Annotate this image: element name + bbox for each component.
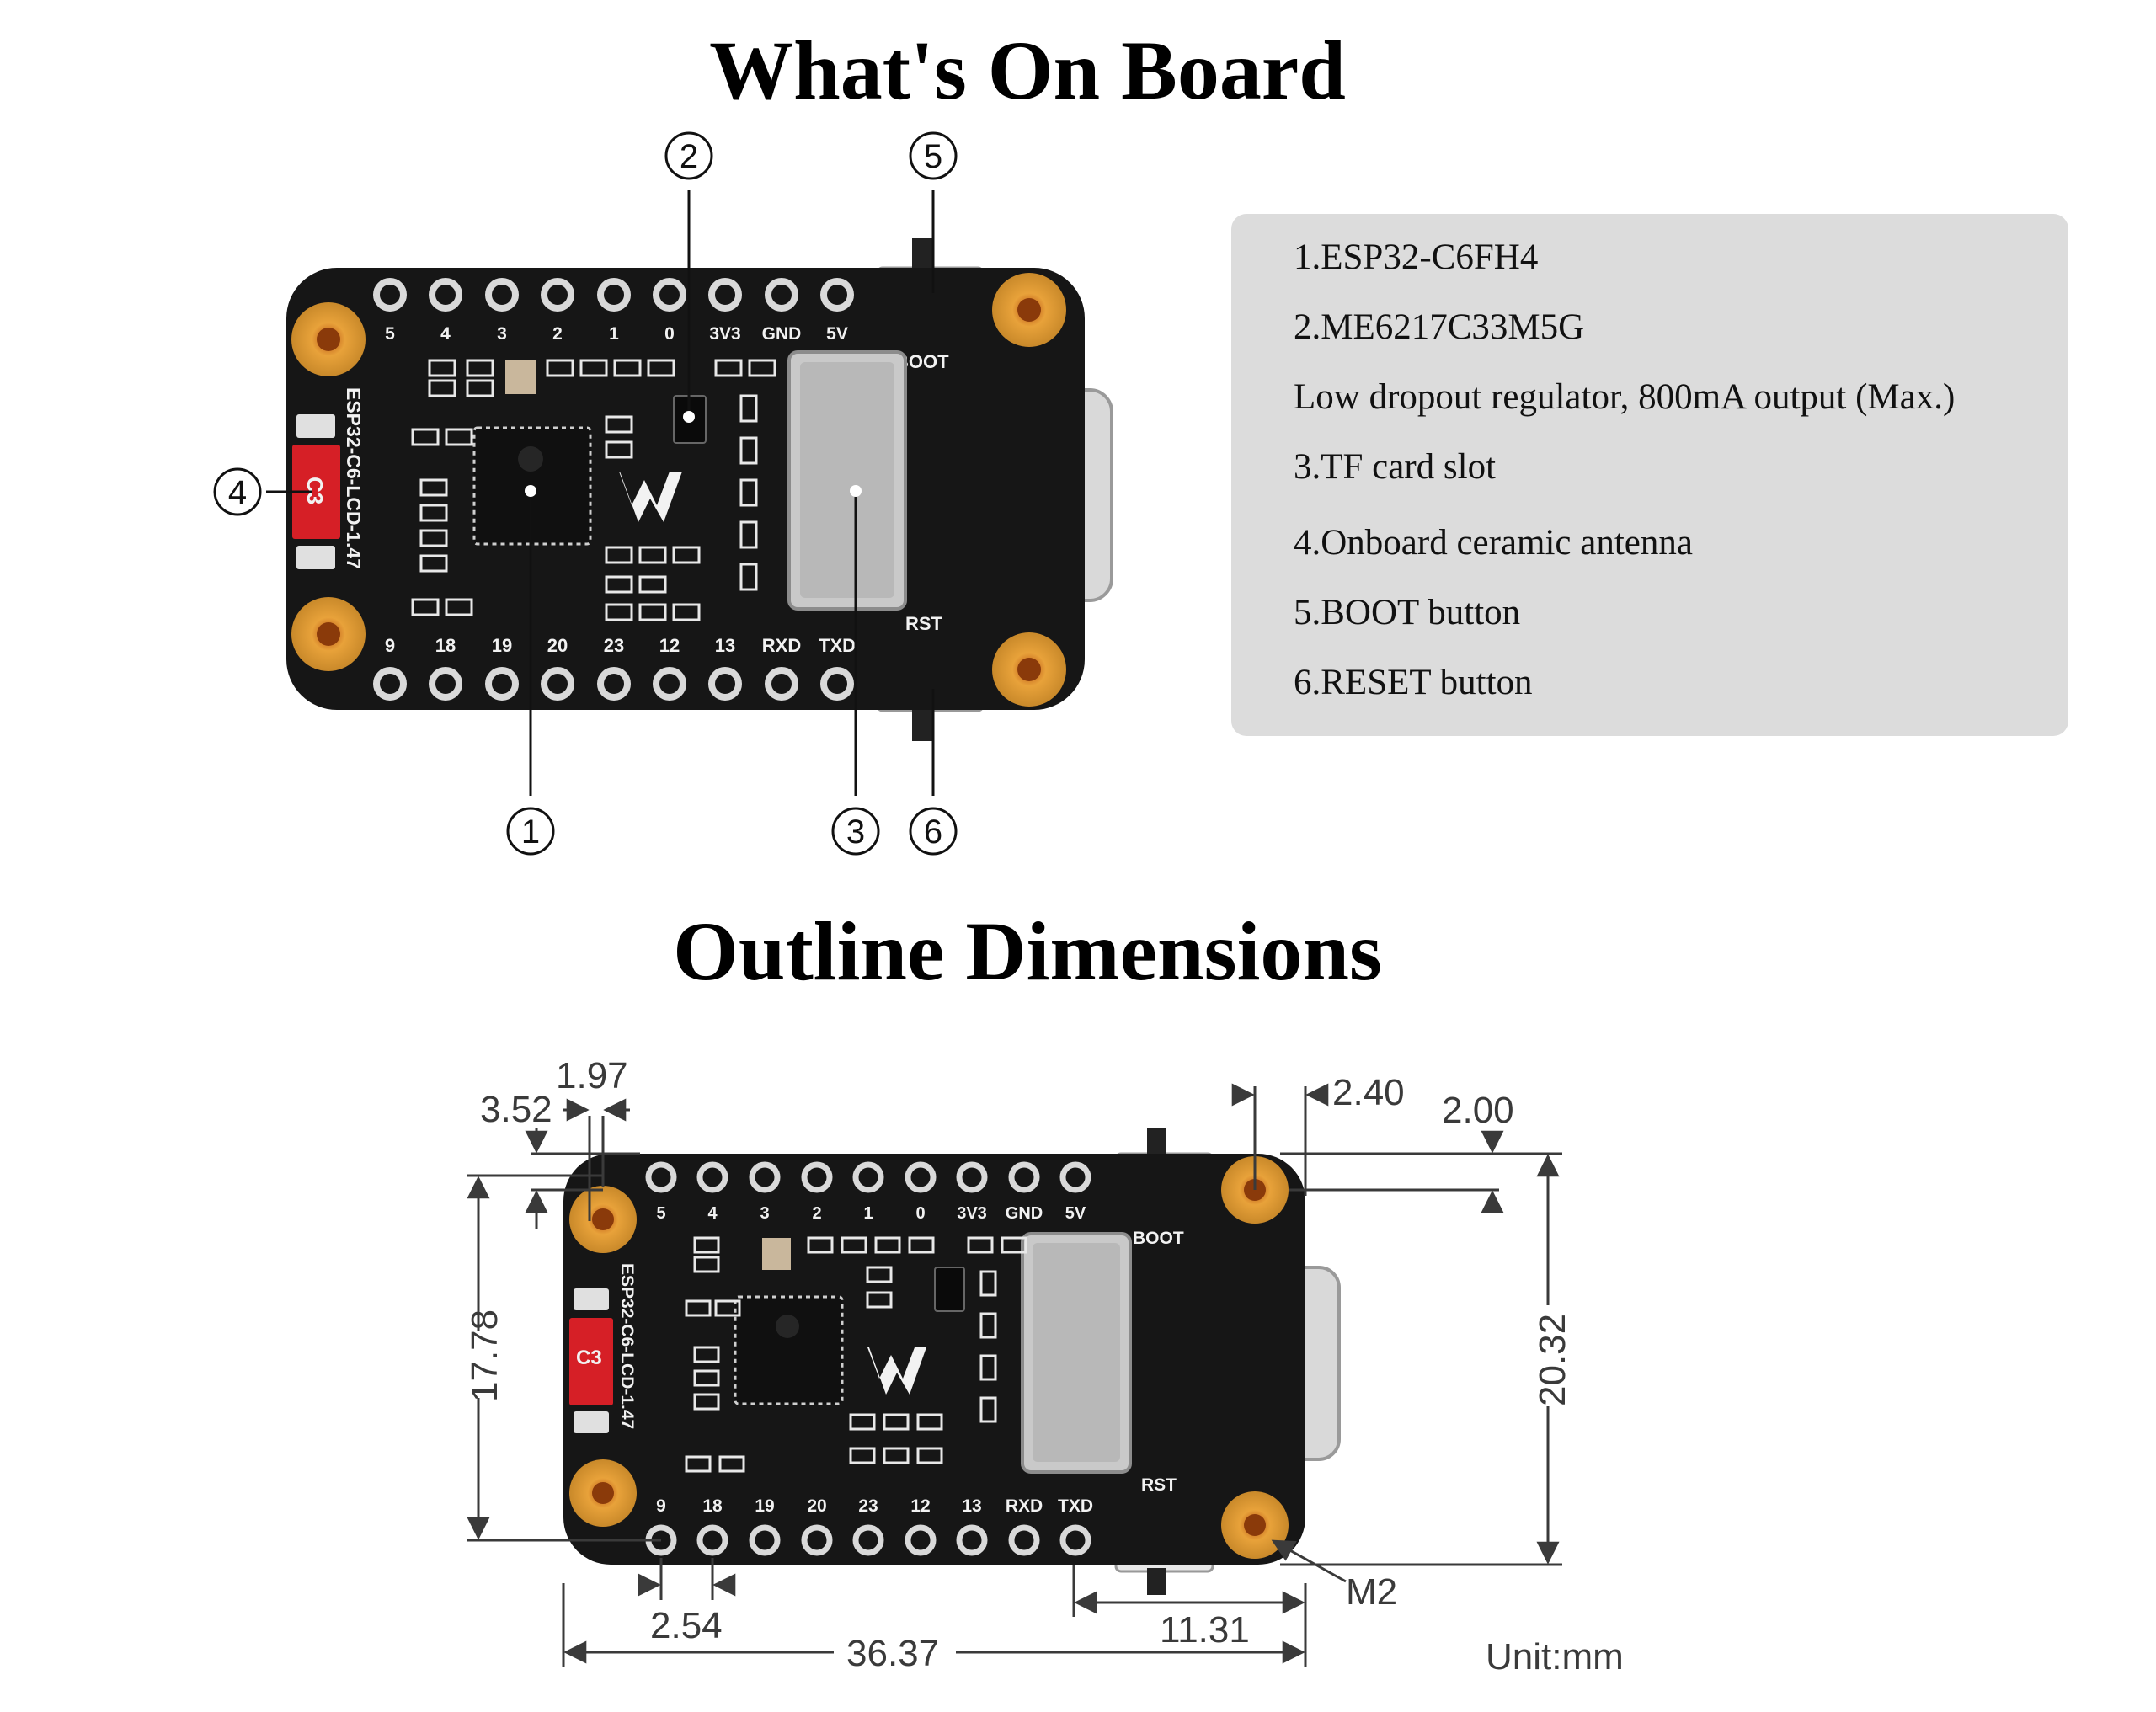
pin-label: 13 xyxy=(962,1496,981,1516)
pin-label: 3 xyxy=(497,324,507,344)
pin-label: 5 xyxy=(385,324,395,344)
pin-label: 2 xyxy=(552,324,563,344)
pin-label: 13 xyxy=(715,635,735,656)
component-legend: 1.ESP32-C6FH4 2.ME6217C33M5G Low dropout… xyxy=(1231,214,2068,736)
pcb-bottom xyxy=(563,1154,1305,1565)
model-silk-label: ESP32-C6-LCD-1.47 xyxy=(343,387,365,569)
pin-labels-top: 5 4 3 2 1 0 3V3 GND 5V xyxy=(656,1204,1086,1223)
pin-label: 9 xyxy=(656,1496,666,1516)
legend-item-chip: 1.ESP32-C6FH4 xyxy=(1294,237,1539,277)
pin-label: 3 xyxy=(760,1204,769,1223)
unit-label: Unit:mm xyxy=(1486,1636,1624,1677)
passive-components xyxy=(411,359,776,621)
pin-label: 1 xyxy=(863,1204,873,1223)
antenna-mark: C3 xyxy=(576,1347,602,1369)
pin-header-top xyxy=(645,1161,1091,1193)
pin-label: 19 xyxy=(755,1496,774,1516)
pin-label: TXD xyxy=(1058,1496,1093,1516)
dim-11-31: 11.31 xyxy=(1160,1609,1250,1651)
callout-dot xyxy=(525,485,536,497)
pin-label: 12 xyxy=(910,1496,930,1516)
legend-item-antenna: 4.Onboard ceramic antenna xyxy=(1294,523,1693,563)
callout-dot xyxy=(850,485,862,497)
pin-labels-top: 5 4 3 2 1 0 3V3 GND 5V xyxy=(385,324,848,344)
outline-title: Outline Dimensions xyxy=(673,904,1382,998)
pin-label: 3V3 xyxy=(957,1204,987,1223)
pin-label: 23 xyxy=(858,1496,878,1516)
pin-label: 5V xyxy=(1065,1204,1086,1223)
callout-number: 4 xyxy=(228,474,247,511)
callout-number: 3 xyxy=(846,813,865,851)
ceramic-antenna xyxy=(569,1318,613,1405)
callout-number: 1 xyxy=(521,813,540,851)
pin-label: 5V xyxy=(826,324,848,344)
dim-2-00: 2.00 xyxy=(1442,1090,1514,1131)
passive-components xyxy=(685,1236,1027,1473)
pin-label: 18 xyxy=(435,635,456,656)
legend-list: 1.ESP32-C6FH4 2.ME6217C33M5G Low dropout… xyxy=(1294,231,1955,726)
pin-label: 23 xyxy=(604,635,624,656)
pin-label: 18 xyxy=(702,1496,723,1516)
pin-label: TXD xyxy=(819,635,856,656)
dim-2-54: 2.54 xyxy=(650,1605,723,1646)
esp32-chip xyxy=(734,1295,844,1405)
board-photo-bottom: 5 4 3 2 1 0 3V3 GND 5V 9 18 19 20 23 12 … xyxy=(563,1128,1341,1595)
board-title: What's On Board xyxy=(709,24,1346,117)
pin-label: 20 xyxy=(547,635,568,656)
pin-label: 9 xyxy=(385,635,395,656)
callout-markers: 1 2 3 4 5 6 xyxy=(213,131,958,856)
pin-header-bottom xyxy=(645,1524,1091,1556)
callout-dot xyxy=(683,411,695,423)
pin-label: 5 xyxy=(656,1204,665,1223)
callout-lines xyxy=(266,190,935,796)
pin-label: 4 xyxy=(707,1204,718,1223)
board-photo-top: 5 4 3 2 1 0 3V3 GND 5V 9 18 19 20 23 12 … xyxy=(286,238,1113,741)
pin-header-bottom xyxy=(373,667,854,701)
pin-label: 0 xyxy=(664,324,675,344)
callout-number: 2 xyxy=(680,138,698,175)
dimension-values: 1.97 3.52 2.40 2.00 17.78 20.32 2.54 36.… xyxy=(464,1055,1624,1677)
pin-label: 0 xyxy=(915,1204,925,1223)
pin-label: GND xyxy=(1006,1204,1043,1223)
pcb-top xyxy=(286,268,1085,710)
rst-silk-label: RST xyxy=(1141,1475,1177,1495)
pin-label: 1 xyxy=(609,324,619,344)
boot-silk-label: BOOT xyxy=(1133,1229,1184,1248)
legend-item-boot: 5.BOOT button xyxy=(1294,593,1521,632)
dim-17-78: 17.78 xyxy=(464,1309,505,1402)
pin-labels-bottom: 9 18 19 20 23 12 13 RXD TXD xyxy=(385,635,856,656)
legend-item-tf-slot: 3.TF card slot xyxy=(1294,447,1497,487)
regulator-chip xyxy=(934,1267,965,1312)
callout-number: 5 xyxy=(924,138,942,175)
ceramic-antenna xyxy=(292,445,340,539)
waveshare-logo-icon xyxy=(867,1347,926,1395)
legend-item-regulator: 2.ME6217C33M5G xyxy=(1294,307,1585,347)
mount-hole-size: M2 xyxy=(1346,1571,1397,1613)
dim-3-52: 3.52 xyxy=(480,1089,552,1130)
pin-label: RXD xyxy=(1006,1496,1043,1516)
pin-label: GND xyxy=(762,324,802,344)
waveshare-logo-icon xyxy=(619,472,682,522)
pin-label: 19 xyxy=(492,635,512,656)
legend-item-regulator-desc: Low dropout regulator, 800mA output (Max… xyxy=(1294,377,1956,417)
pin-label: 12 xyxy=(659,635,680,656)
dim-36-37: 36.37 xyxy=(846,1633,939,1674)
pin-labels-bottom: 9 18 19 20 23 12 13 RXD TXD xyxy=(656,1496,1093,1516)
pin-header-top xyxy=(373,278,854,312)
dim-20-32: 20.32 xyxy=(1532,1314,1573,1406)
pin-label: 4 xyxy=(440,324,451,344)
pin-label: 3V3 xyxy=(709,324,740,344)
rst-silk-label: RST xyxy=(905,613,943,634)
legend-item-reset: 6.RESET button xyxy=(1294,663,1533,702)
pin-label: 20 xyxy=(807,1496,826,1516)
callout-number: 6 xyxy=(924,813,942,851)
dim-2-40: 2.40 xyxy=(1332,1072,1405,1113)
model-silk-label: ESP32-C6-LCD-1.47 xyxy=(617,1263,637,1429)
dimension-lines xyxy=(467,1083,1562,1667)
dim-1-97: 1.97 xyxy=(556,1055,628,1096)
pin-label: 2 xyxy=(812,1204,821,1223)
pin-label: RXD xyxy=(762,635,801,656)
